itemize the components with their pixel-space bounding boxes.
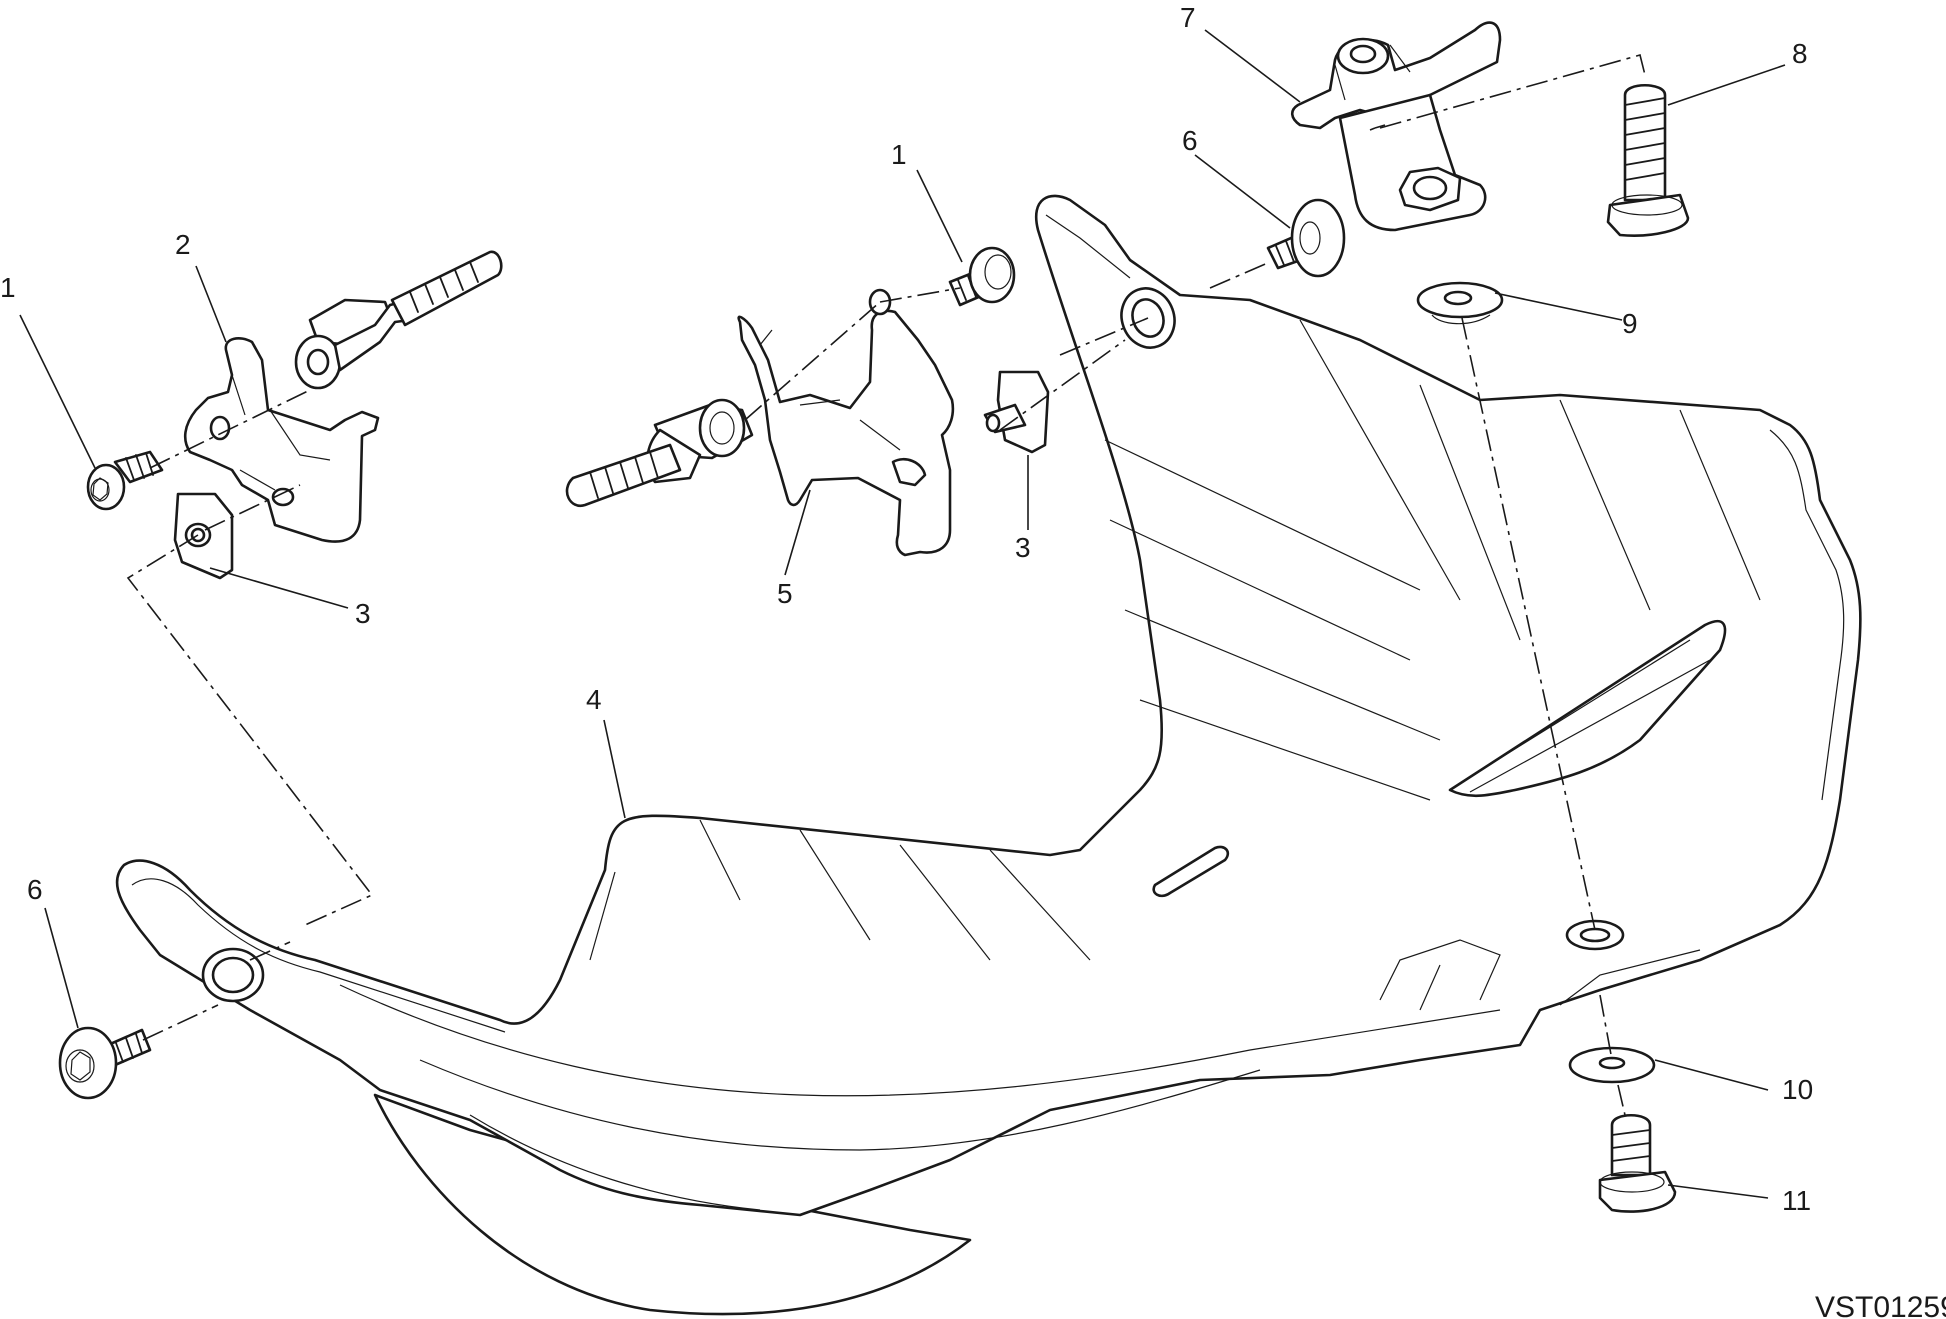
callout-9: 9 bbox=[1622, 308, 1638, 339]
washer-part-10 bbox=[1568, 1046, 1656, 1084]
bolt-part-11 bbox=[1598, 1113, 1677, 1213]
spacer-stud-middle bbox=[565, 398, 754, 508]
bolt-part-1-left bbox=[86, 450, 164, 511]
callout-7: 7 bbox=[1180, 2, 1196, 33]
bolt-part-6-left bbox=[58, 1026, 152, 1100]
callout-1-middle: 1 bbox=[891, 139, 907, 170]
washer-part-9 bbox=[1416, 281, 1504, 325]
spacer-stud-left bbox=[294, 250, 503, 390]
callout-leader-lines bbox=[19, 29, 1786, 1199]
callout-3-middle: 3 bbox=[1015, 532, 1031, 563]
skid-plate-part-4 bbox=[115, 194, 1862, 1316]
callout-6-top: 6 bbox=[1182, 125, 1198, 156]
bracket-part-5 bbox=[737, 288, 955, 557]
callout-11: 11 bbox=[1782, 1185, 1811, 1216]
bolt-part-8 bbox=[1606, 84, 1690, 237]
callout-1-left: 1 bbox=[0, 272, 16, 303]
callout-4: 4 bbox=[586, 684, 602, 715]
callout-5: 5 bbox=[777, 578, 793, 609]
diagram-reference-code: VST01259 bbox=[1815, 1291, 1946, 1319]
bolt-part-1-middle bbox=[948, 246, 1016, 307]
clip-nut-part-3-middle bbox=[983, 370, 1050, 454]
bolt-part-6-top bbox=[1266, 198, 1346, 278]
clip-nut-part-3-left bbox=[173, 492, 234, 580]
callout-10: 10 bbox=[1782, 1074, 1813, 1105]
bracket-part-7 bbox=[1290, 21, 1502, 232]
callout-8: 8 bbox=[1792, 38, 1808, 69]
callout-2: 2 bbox=[175, 229, 191, 260]
callout-3-left: 3 bbox=[355, 598, 371, 629]
callout-6-left: 6 bbox=[27, 874, 43, 905]
assembly-axis-lines bbox=[126, 54, 1646, 1116]
bracket-part-2 bbox=[183, 336, 380, 543]
